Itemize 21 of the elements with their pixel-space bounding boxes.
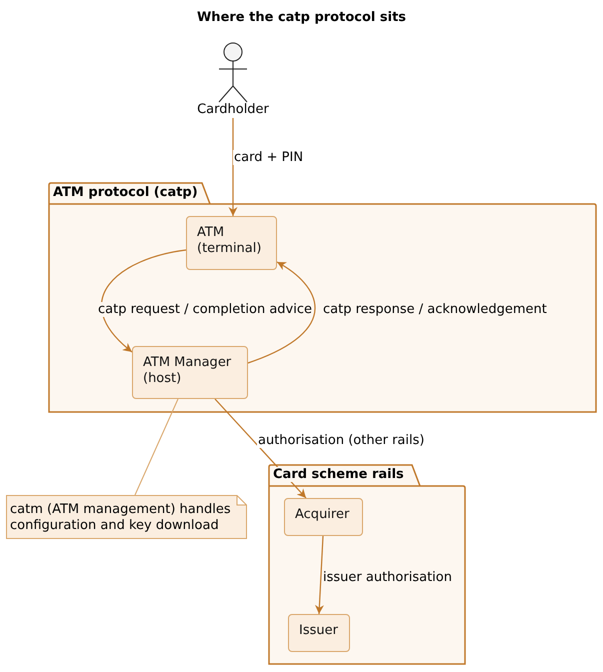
component-box: ATM (terminal) bbox=[186, 216, 277, 270]
arrow bbox=[314, 536, 324, 614]
edge-label: card + PIN bbox=[233, 150, 304, 165]
component-box: Issuer bbox=[288, 614, 350, 652]
note-text: catm (ATM management) handles configuration and key download bbox=[10, 502, 232, 534]
actor-label: Cardholder bbox=[196, 102, 270, 117]
arrow bbox=[248, 261, 316, 364]
package-title: ATM protocol (catp) bbox=[53, 185, 198, 200]
edge-label: authorisation (other rails) bbox=[257, 433, 426, 448]
diagram-title: Where the catp protocol sits bbox=[196, 10, 408, 25]
package-frame bbox=[268, 464, 466, 665]
leader-line bbox=[134, 398, 178, 496]
note bbox=[6, 495, 247, 539]
component-box: ATM Manager (host) bbox=[132, 346, 248, 399]
edge-label: catp response / acknowledgement bbox=[322, 302, 548, 317]
component-box: Acquirer bbox=[284, 498, 363, 536]
arrow bbox=[228, 118, 238, 216]
package-frame bbox=[48, 182, 597, 413]
package-title: Card scheme rails bbox=[273, 467, 404, 482]
edge-label: catp request / completion advice bbox=[97, 302, 313, 317]
arrow bbox=[101, 249, 186, 352]
